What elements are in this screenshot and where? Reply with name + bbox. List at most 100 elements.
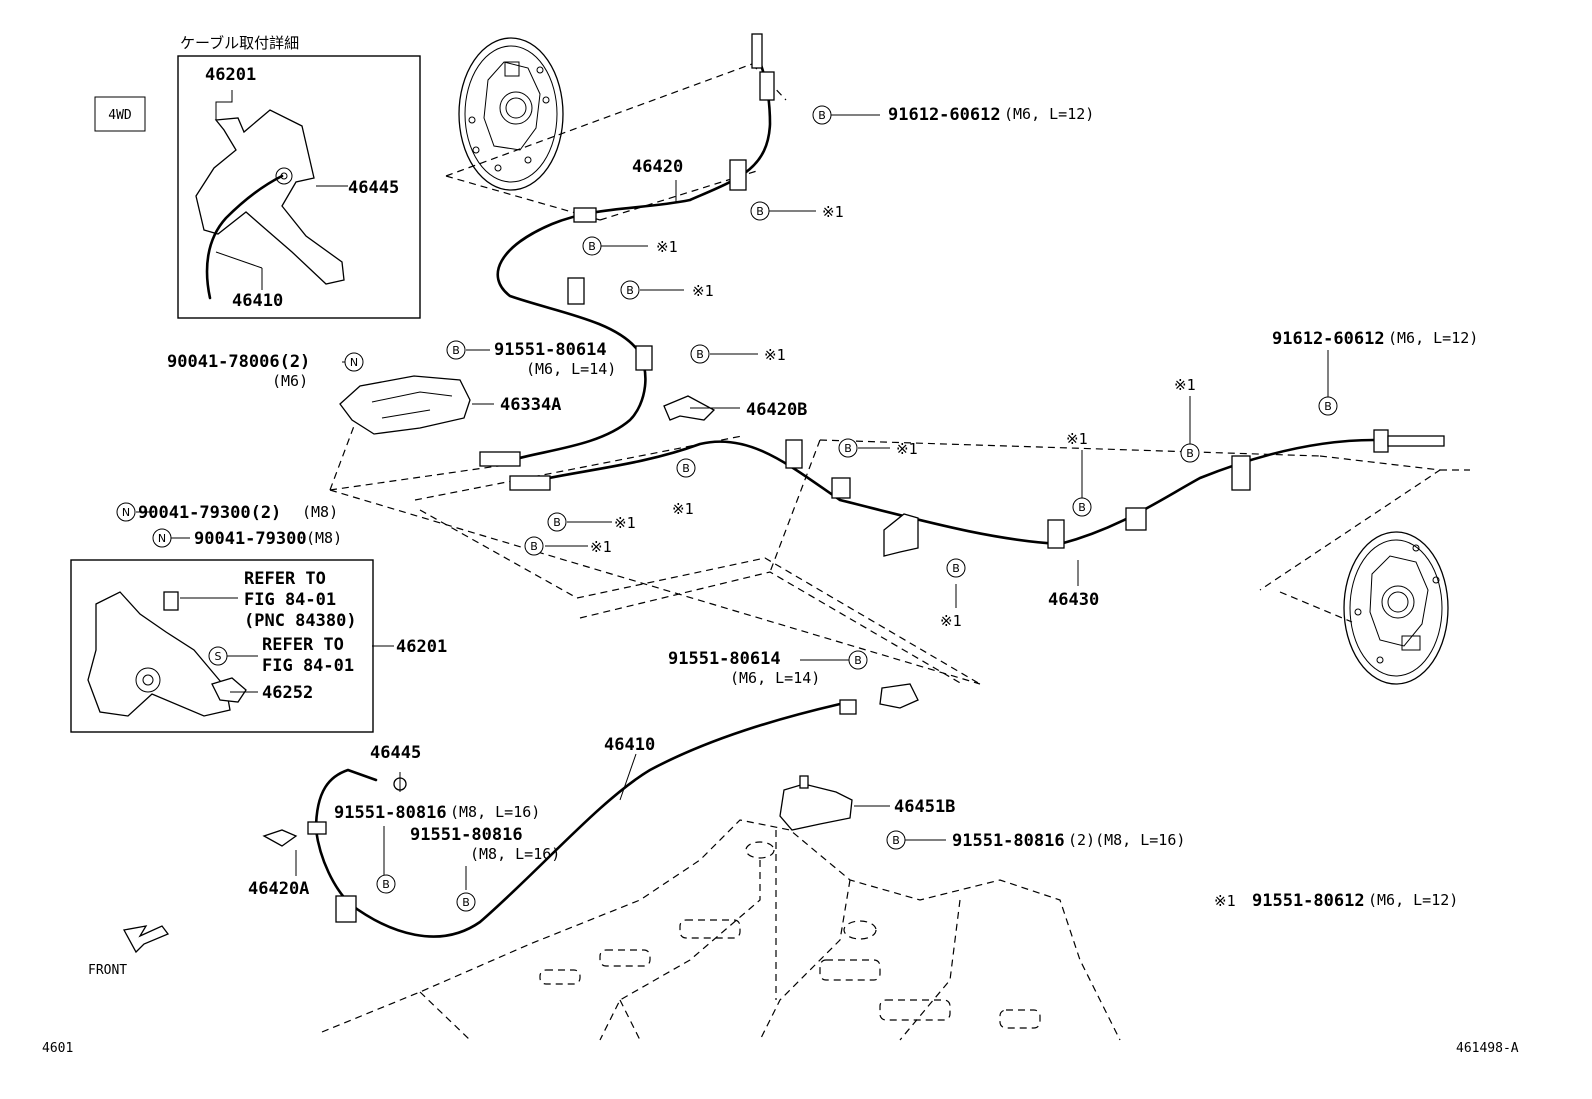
variant-tag-text: 4WD: [108, 108, 132, 123]
mark-1: ※1: [822, 203, 844, 221]
svg-text:B: B: [382, 878, 390, 891]
bolt-callout-b17: B: [376, 874, 396, 894]
label-91612-60612-top-spec: (M6, L=12): [1004, 105, 1094, 123]
svg-text:N: N: [122, 506, 130, 519]
svg-text:B: B: [818, 109, 826, 122]
label-46430: 46430: [1048, 590, 1099, 610]
detail-title: ケーブル取付詳細: [180, 34, 299, 52]
assembly-reference-dashes: [329, 63, 1470, 685]
label-91551-80614-top: 91551-80614: [494, 340, 607, 360]
refer-2-line-2: FIG 84-01: [262, 656, 354, 676]
variant-tag-4wd: 4WD: [94, 96, 146, 132]
detail-part-46201: 46201: [205, 65, 256, 85]
rear-brake-backing-plate-left: [458, 37, 564, 191]
note-spec: (M6, L=12): [1368, 891, 1458, 909]
label-91551-80614-top-spec: (M6, L=14): [526, 360, 616, 378]
bolt-callout-b10: B: [524, 536, 544, 556]
svg-text:B: B: [1078, 501, 1086, 514]
mark-3: ※1: [692, 282, 714, 300]
label-90041-78006-spec: (M6): [272, 372, 308, 390]
svg-text:N: N: [350, 356, 358, 369]
cable-mounting-detail-inset: ケーブル取付詳細 46201 46445 46410: [177, 34, 421, 319]
bolt-callout-b9: B: [547, 512, 567, 532]
rear-cable-46430: [509, 429, 1445, 557]
bolt-callout-b8: B: [676, 458, 696, 478]
label-91551-80816-l2-spec: (M8, L=16): [470, 845, 560, 863]
bolt-callout-b13: B: [1318, 396, 1338, 416]
svg-text:B: B: [1186, 447, 1194, 460]
rear-cable-46420: [479, 33, 775, 467]
leader-lines: [136, 114, 1329, 890]
label-90041-79300-spec: (M8): [306, 529, 342, 547]
heat-insulator-46334A: [339, 375, 471, 435]
svg-text:B: B: [696, 348, 704, 361]
label-91612-60612-right: 91612-60612: [1272, 329, 1385, 349]
detail-part-46445: 46445: [348, 178, 399, 198]
label-91551-80816-l1-spec: (M8, L=16): [450, 803, 540, 821]
screw-callout-s1: S: [208, 646, 228, 666]
label-46420: 46420: [632, 157, 683, 177]
mark-5: ※1: [896, 440, 918, 458]
note-mark: ※1: [1214, 892, 1236, 910]
svg-text:B: B: [462, 896, 470, 909]
label-91612-60612-top: 91612-60612: [888, 105, 1001, 125]
front-direction-arrow: FRONT: [88, 925, 170, 978]
nut-callout-n2: N: [116, 502, 136, 522]
mark-4: ※1: [764, 346, 786, 364]
front-cable-46410: [307, 683, 919, 938]
refer-1-line-3: (PNC 84380): [244, 611, 357, 631]
mark-8: ※1: [590, 538, 612, 556]
svg-text:B: B: [892, 834, 900, 847]
page-code-right: 461498-A: [1456, 1041, 1519, 1056]
part-labels: 91612-60612 (M6, L=12) 46420 ※1 ※1 ※1 ※1…: [42, 105, 1519, 1056]
bolt-callout-b11: B: [1072, 497, 1092, 517]
bolt-callout-b16: B: [886, 830, 906, 850]
bolt-callout-b4: B: [620, 280, 640, 300]
label-46451B: 46451B: [894, 797, 955, 817]
label-91551-80816-l1: 91551-80816: [334, 803, 447, 823]
bolt-callout-b18: B: [456, 892, 476, 912]
detail-part-46410: 46410: [232, 291, 283, 311]
refer-1-line-1: REFER TO: [244, 569, 326, 589]
nut-callout-n1: N: [344, 352, 364, 372]
svg-text:B: B: [626, 284, 634, 297]
svg-text:B: B: [952, 562, 960, 575]
label-46445: 46445: [370, 743, 421, 763]
bolt-callout-b12: B: [1180, 443, 1200, 463]
svg-text:N: N: [158, 532, 166, 545]
svg-text:B: B: [844, 442, 852, 455]
bolt-callout-b3: B: [582, 236, 602, 256]
mark-7: ※1: [614, 514, 636, 532]
refer-1-line-2: FIG 84-01: [244, 590, 336, 610]
label-46334A: 46334A: [500, 395, 561, 415]
label-91551-80816-rl: 91551-80816: [952, 831, 1065, 851]
refer-2-line-1: REFER TO: [262, 635, 344, 655]
svg-text:B: B: [553, 516, 561, 529]
bolt-callout-b15: B: [848, 650, 868, 670]
mark-10: ※1: [1174, 376, 1196, 394]
svg-text:B: B: [756, 205, 764, 218]
svg-text:B: B: [588, 240, 596, 253]
front-label: FRONT: [88, 963, 127, 978]
svg-text:B: B: [1324, 400, 1332, 413]
callout-symbols: B B B B B B N B B B B B B B B B N N S B …: [116, 105, 1338, 912]
label-90041-79300-2: 90041-79300(2): [138, 503, 281, 523]
label-46201: 46201: [396, 637, 447, 657]
mark-9: ※1: [1066, 430, 1088, 448]
mark-6: ※1: [672, 500, 694, 518]
label-46420B: 46420B: [746, 400, 807, 420]
label-91612-60612-right-spec: (M6, L=12): [1388, 329, 1478, 347]
label-91551-80816-rl-spec: (2)(M8, L=16): [1068, 831, 1185, 849]
label-90041-78006: 90041-78006(2): [167, 352, 310, 372]
bolt-callout-b5: B: [690, 344, 710, 364]
nut-callout-n3: N: [152, 528, 172, 548]
label-46420A: 46420A: [248, 879, 309, 899]
label-91551-80816-l2: 91551-80816: [410, 825, 523, 845]
bolt-callout-b7: B: [838, 438, 858, 458]
label-46410: 46410: [604, 735, 655, 755]
bracket-46420B: [663, 395, 716, 421]
mark-11: ※1: [940, 612, 962, 630]
floor-pan: [321, 819, 1121, 1041]
bracket-46451B: [779, 775, 853, 831]
